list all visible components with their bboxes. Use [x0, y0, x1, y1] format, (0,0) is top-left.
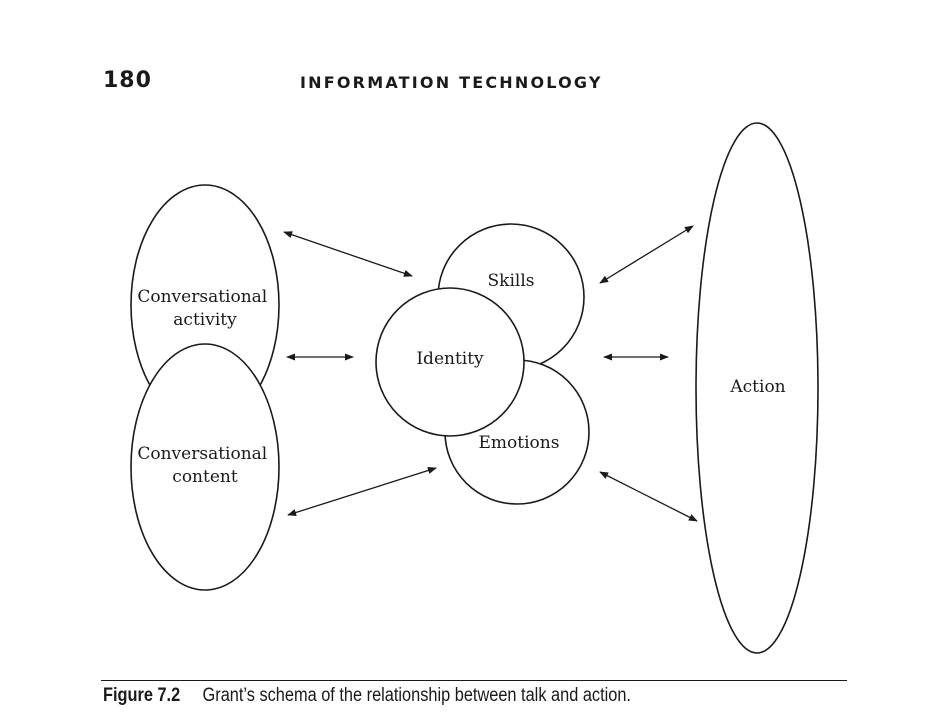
figure-caption: Figure 7.2 Grant’s schema of the relation… — [103, 683, 631, 709]
running-header: INFORMATION TECHNOLOGY — [300, 73, 603, 92]
arrow-skills-action — [599, 225, 694, 284]
emotions-label: Emotions — [479, 433, 560, 453]
conversational-content-line-2: content — [172, 467, 238, 487]
identity-circle — [375, 287, 525, 437]
action-ellipse — [695, 122, 819, 654]
action-label: Action — [729, 377, 785, 397]
conversational-activity-line-1: Conversational — [137, 287, 267, 307]
conversational-activity-line-2: activity — [173, 310, 237, 330]
arrow-content-emotions — [287, 467, 437, 516]
figure-caption-label: Figure 7.2 — [103, 685, 181, 706]
conversational-content-line-1: Conversational — [137, 444, 267, 464]
caption-rule — [101, 680, 847, 681]
arrow-emotions-action — [599, 471, 698, 522]
conversational-content-ellipse — [130, 343, 280, 591]
conversational-activity-label: Conversational activity — [137, 287, 272, 330]
arrow-activity-skills — [283, 231, 413, 277]
conversational-content-label: Conversational content — [137, 444, 272, 487]
page-number: 180 — [103, 68, 152, 93]
skills-label: Skills — [488, 271, 535, 291]
identity-label: Identity — [416, 349, 484, 369]
figure-caption-text: Grant’s schema of the relationship betwe… — [202, 685, 631, 706]
